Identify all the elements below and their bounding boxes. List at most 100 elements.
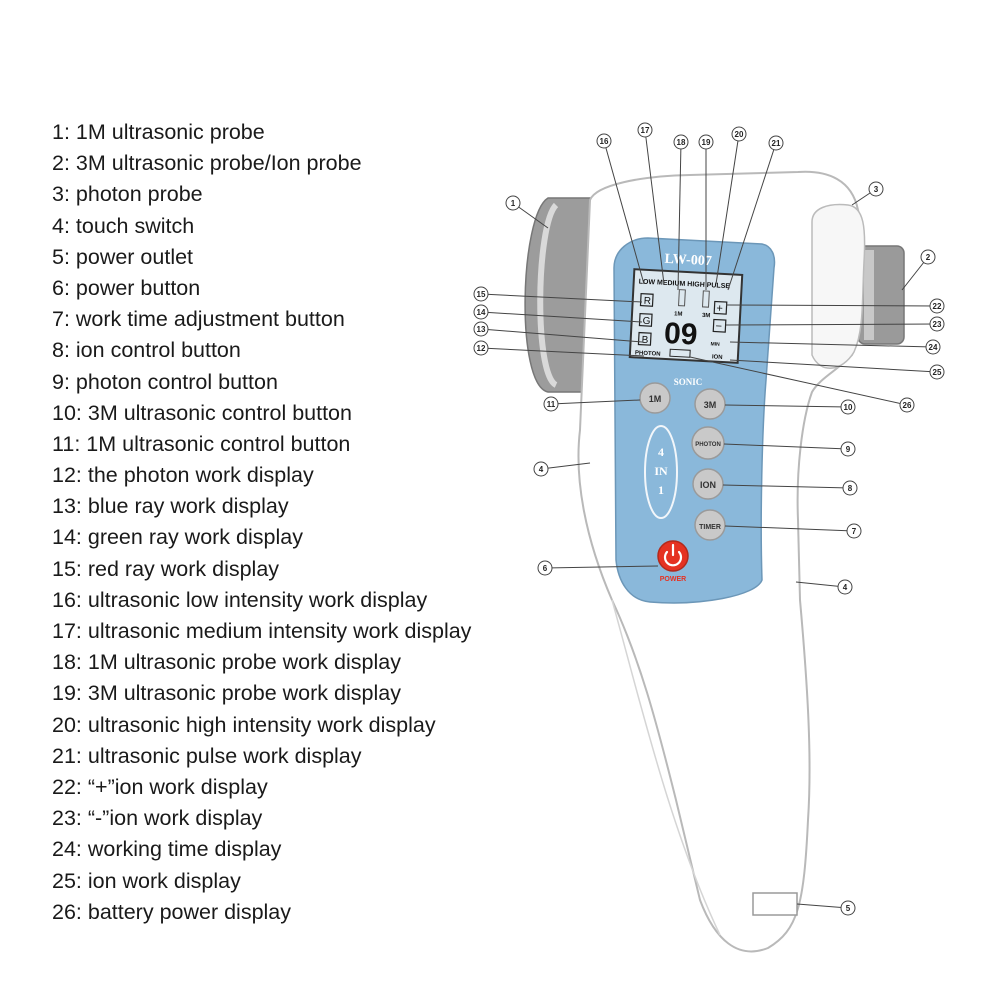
lcd-time: 09 [663,317,698,352]
callout-number: 5 [846,904,851,913]
legend-item: 26: battery power display [52,899,292,924]
callout-line [795,581,846,588]
callout-line [540,462,591,470]
button-ion[interactable]: ION [692,468,724,500]
callout-circle [731,126,747,142]
button-timer[interactable]: TIMER [694,509,726,541]
button-3m[interactable]: 3M [694,388,726,420]
callout-circle [925,339,941,355]
legend-item: 24: working time display [52,837,282,862]
callout-circle [846,523,862,539]
model-label: LW-007 [664,252,712,269]
callout-circle [840,441,856,457]
lcd-3m: 3M [702,313,711,319]
legend-item: 4: touch switch [52,213,195,238]
callout-circle [473,321,489,337]
callout-number: 26 [903,401,912,410]
callout-line [550,399,641,405]
button-photon[interactable]: PHOTON [691,426,725,460]
callout-line [724,525,855,532]
callout-number: 3 [874,185,879,194]
legend-item: 9: photon control button [52,369,278,394]
callout-circle [505,195,521,211]
legend-item: 18: 1M ultrasonic probe work display [52,650,401,675]
callout-number: 20 [735,130,744,139]
power-button[interactable] [657,540,689,572]
callout-circle [920,249,936,265]
callout-line [603,140,645,285]
callout-circle [596,133,612,149]
callout-number: 22 [933,302,942,311]
callout-number: 21 [772,139,781,148]
lcd-plus: + [716,303,723,315]
button-photon-label: PHOTON [695,442,721,448]
legend-item: 5: power outlet [52,244,194,269]
callout-line [729,341,934,348]
lcd-red: R [643,296,651,307]
callout-line [544,565,659,569]
callout-circle [537,560,553,576]
badge-line2: IN [654,464,668,478]
callout-circle [929,298,945,314]
legend-item: 13: blue ray work display [52,494,289,519]
button-3m-label: 3M [704,400,717,410]
lcd-time-unit: MIN [710,341,720,347]
lcd-photon: PHOTON [635,350,661,357]
callout-circle [929,316,945,332]
legend-item: 10: 3M ultrasonic control button [52,400,352,425]
callout-circle [543,396,559,412]
callout-number: 19 [702,138,711,147]
callout-circle [698,134,714,150]
callout-line [715,133,740,285]
callout-circle [842,480,858,496]
button-1m-label: 1M [649,394,662,404]
power-label: POWER [660,576,686,583]
callout-circle [840,399,856,415]
button-1m[interactable]: 1M [639,382,671,414]
legend-item: 14: green ray work display [52,525,303,550]
power-icon [663,550,683,567]
callout-number: 11 [547,400,556,409]
callout-circle [473,304,489,320]
callout-line [480,328,643,343]
callout-circle [868,181,884,197]
callout-line [722,484,851,489]
callout-number: 16 [600,137,609,146]
callout-number: 4 [843,583,848,592]
callout-line [727,142,777,291]
legend-item: 21: ultrasonic pulse work display [52,743,362,768]
legend-item: 15: red ray work display [52,556,280,581]
callout-circle [837,579,853,595]
legend-item: 8: ion control button [52,338,241,363]
callout-number: 17 [641,126,650,135]
callout-line [796,903,849,909]
legend-item: 17: ultrasonic medium intensity work dis… [52,619,472,643]
legend-item: 2: 3M ultrasonic probe/Ion probe [52,151,362,176]
callout-circle [840,900,856,916]
legend-item: 22: “+”ion work display [52,774,268,799]
callout-number: 23 [933,320,942,329]
legend-item: 16: ultrasonic low intensity work displa… [52,587,428,612]
lcd-ion: ION [712,354,723,361]
callout-number: 15 [477,290,486,299]
callout-number: 8 [848,484,853,493]
callout-circle [929,364,945,380]
callout-circle [637,122,653,138]
callout-circle [768,135,784,151]
callout-circle [473,340,489,356]
probe-photon [811,203,866,369]
callout-line [677,141,682,291]
callout-number: 2 [926,253,931,262]
callout-line [723,443,849,450]
callout-number: 18 [677,138,686,147]
callout-line [689,356,908,406]
legend-list: 1: 1M ultrasonic probe 2: 3M ultrasonic p… [52,117,471,928]
lcd-green: G [642,316,651,327]
legend-item: 1: 1M ultrasonic probe [52,120,265,144]
callout-number: 4 [539,465,544,474]
badge-line3: 1 [658,483,664,497]
callout-line [644,129,665,285]
callout-number: 7 [852,527,857,536]
legend-item: 12: the photon work display [52,463,314,488]
